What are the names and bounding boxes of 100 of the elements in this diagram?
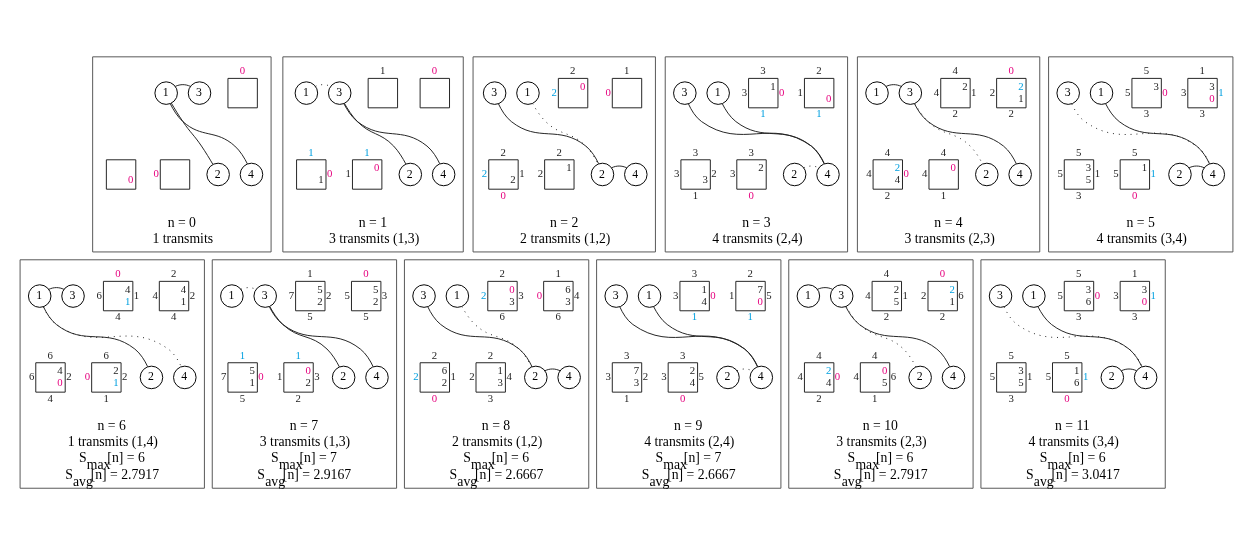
node-circle: 2 xyxy=(590,162,615,187)
node-box-text: 2 4 xyxy=(667,362,699,393)
node-box-text: 4 1 xyxy=(102,280,134,312)
node-circle: 1 xyxy=(220,284,244,308)
node-circle: 2 xyxy=(524,365,548,390)
node-label: 3 xyxy=(1143,107,1150,120)
node-label: 3 xyxy=(605,370,611,383)
node-label: 2 xyxy=(431,348,438,361)
node-label: 1 xyxy=(797,85,803,98)
node-label: 1 xyxy=(872,391,878,404)
node-circle: 4 xyxy=(557,365,581,390)
node-circle: 1 xyxy=(294,81,319,105)
node-label: 1 xyxy=(307,267,313,280)
node-circle: 2 xyxy=(782,162,807,187)
node-label: 1 xyxy=(239,348,246,361)
node-label: 2 xyxy=(537,167,544,180)
node-label: 0 xyxy=(1131,188,1138,201)
connector xyxy=(1071,103,1211,165)
connector xyxy=(913,103,1017,165)
node-circle: 1 xyxy=(27,284,52,308)
node-label: 2 xyxy=(642,370,649,383)
node-label: 2 xyxy=(556,145,562,158)
node-label: 6 xyxy=(103,348,109,361)
node-label: 0 xyxy=(363,267,369,280)
node-label: 5 xyxy=(1143,64,1150,77)
node-label: 5 xyxy=(1076,267,1082,280)
node-label: 0 xyxy=(939,267,946,280)
node-label: 3 xyxy=(1113,288,1119,301)
node-label: 1 xyxy=(555,267,561,280)
node-label: 2 xyxy=(952,107,958,120)
node-label: 5 xyxy=(766,288,772,301)
node-label: 0 xyxy=(1064,391,1070,404)
node-box-text: 2 4 xyxy=(803,362,835,393)
connector xyxy=(48,287,65,290)
connector xyxy=(343,103,441,165)
node-label: 2 xyxy=(711,167,717,180)
node-circle: 2 xyxy=(908,365,932,390)
node-box-text: 4 0 xyxy=(35,362,66,393)
node-box xyxy=(611,77,643,109)
node-label: 3 xyxy=(518,288,524,301)
node-label: 3 xyxy=(1180,85,1187,98)
node-label: 4 xyxy=(865,288,871,301)
connector xyxy=(817,287,834,290)
node-circle: 4 xyxy=(624,162,648,187)
node-label: 5 xyxy=(1057,288,1063,301)
node-label: 1 xyxy=(1094,167,1101,180)
node-label: 1 xyxy=(760,107,766,120)
node-box-text: 2 5 xyxy=(871,280,902,312)
node-label: 1 xyxy=(308,145,314,158)
node-label: 2 xyxy=(325,288,332,301)
node-label: 5 xyxy=(307,310,313,323)
node-label: 4 xyxy=(884,145,891,158)
node-label: 0 xyxy=(1094,288,1101,301)
node-label: 2 xyxy=(884,188,891,201)
connector xyxy=(611,165,628,169)
node-circle: 1 xyxy=(1089,81,1114,105)
node-label: 5 xyxy=(1076,145,1082,158)
node-box: 0 xyxy=(803,77,835,109)
connector xyxy=(427,306,533,368)
node-label: 1 xyxy=(450,370,456,383)
node-label: 3 xyxy=(381,288,388,301)
node-label: 2 xyxy=(500,145,506,158)
node-box: 1 xyxy=(296,159,327,190)
node-label: 1 xyxy=(902,288,908,301)
node-box-text: 3 5 xyxy=(996,362,1027,393)
node-box-text: 2 1 xyxy=(927,280,958,312)
node-label: 0 xyxy=(115,267,121,280)
node-box: 1 xyxy=(544,159,575,190)
node-box-text: 7 3 xyxy=(611,362,643,393)
node-label: 3 xyxy=(624,348,630,361)
node-box xyxy=(367,77,399,109)
connector xyxy=(1120,368,1138,372)
node-label: 0 xyxy=(778,85,785,98)
connector xyxy=(170,102,214,165)
node-label: 0 xyxy=(431,391,438,404)
node-label: 0 xyxy=(710,288,716,301)
node-box-text: 5 2 xyxy=(351,280,382,312)
node-label: 1 xyxy=(747,310,753,323)
node-label: 4 xyxy=(506,370,512,383)
node-box-text: 1 6 xyxy=(1052,362,1083,393)
node-circle: 3 xyxy=(829,284,854,308)
node-box xyxy=(159,159,191,190)
node-circle: 3 xyxy=(604,284,628,308)
node-box-text: 3 0 xyxy=(1187,77,1218,109)
connector xyxy=(240,287,257,290)
connector xyxy=(268,306,374,368)
node-label: 7 xyxy=(288,288,295,301)
node-label: 1 xyxy=(364,145,370,158)
connector xyxy=(269,306,340,368)
connector xyxy=(885,84,902,87)
node-label: 4 xyxy=(853,370,859,383)
connector xyxy=(1037,306,1143,368)
node-label: 1 xyxy=(519,167,525,180)
node-box-text: 3 6 xyxy=(1063,280,1095,312)
node-label: 5 xyxy=(1057,167,1063,180)
node-box-text: 0 2 xyxy=(283,362,314,393)
node-label: 7 xyxy=(221,370,227,383)
node-circle: 4 xyxy=(431,162,456,187)
node-label: 0 xyxy=(536,288,543,301)
node-label: 1 xyxy=(816,107,822,120)
